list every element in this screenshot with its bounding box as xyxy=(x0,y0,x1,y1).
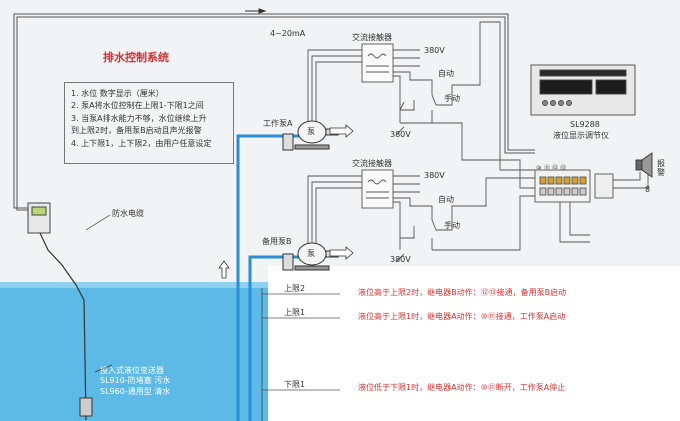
sensor-caption-line: SL960-通用型 清水 xyxy=(100,386,171,396)
pump-a-glyph: 泵 xyxy=(307,127,315,136)
terminal-13: ⑬ xyxy=(560,165,567,172)
alarm-label: 报警 xyxy=(657,159,665,177)
outlet-arrow-b xyxy=(329,246,354,260)
water-tank xyxy=(0,282,268,421)
auto-label-b: 自动 xyxy=(438,195,454,204)
sensor-caption-line: SL910-防堵塞 污水 xyxy=(100,376,171,386)
terminal-block xyxy=(534,169,614,203)
action-lower1: 液位低于下限1时，继电器A动作：⑩⑪断开，工作泵A停止 xyxy=(358,383,566,392)
instrument-name: 液位显示调节仪 xyxy=(553,131,609,140)
manual-label-b: 手动 xyxy=(444,221,460,230)
sensor-caption-line: 投入式液位变送器 xyxy=(100,366,164,375)
instrument-panel xyxy=(530,64,636,116)
voltage-label-b-top: 380V xyxy=(424,171,445,180)
note-line: 1. 水位 数字显示（厘米） xyxy=(71,89,164,98)
alarm-number: 8 xyxy=(645,185,651,194)
contactor-b-label: 交流接触器 xyxy=(352,159,392,168)
level-lower1: 下限1 xyxy=(284,380,306,389)
signal-line xyxy=(13,13,535,211)
action-upper1: 液位高于上限1时，继电器A动作：⑩⑪接通，工作泵A启动 xyxy=(358,312,566,321)
sensor-cable xyxy=(39,232,87,421)
note-line: 到上限2时，备用泵B启动且声光报警 xyxy=(71,126,202,136)
pump-b-label: 备用泵B xyxy=(262,237,292,246)
terminal-10: ⑩ xyxy=(536,165,542,172)
contactor-a xyxy=(361,43,394,83)
wiring-pump-b xyxy=(307,122,535,251)
voltage-label-a-top: 380V xyxy=(424,46,445,55)
sensor-caption: 投入式液位变送器 SL910-防堵塞 污水 SL960-通用型 清水 xyxy=(100,366,170,397)
note-line: 3. 当泵A排水能力不够，水位继续上升 xyxy=(71,113,207,123)
instrument-model: SL9288 xyxy=(570,120,600,129)
level-upper1: 上限1 xyxy=(284,308,306,317)
voltage-label-a-bottom: 380V xyxy=(390,130,411,139)
caption-pointer xyxy=(94,364,113,373)
auto-label-a: 自动 xyxy=(438,69,454,78)
note-line: 2. 泵A将水位控制在上限1-下限1之间 xyxy=(71,101,204,111)
manual-label-a: 手动 xyxy=(444,94,460,103)
alarm-wiring xyxy=(559,172,649,243)
diagram-title: 排水控制系统 xyxy=(103,51,169,64)
inflow-arrow xyxy=(218,260,230,279)
outlet-arrow-a xyxy=(329,124,354,138)
switch-symbols xyxy=(395,101,405,263)
level-lines xyxy=(262,293,340,391)
wiring-pump-a xyxy=(307,21,535,171)
contactor-a-label: 交流接触器 xyxy=(352,33,392,42)
water-surface xyxy=(0,282,268,288)
notes-box: 1. 水位 数字显示（厘米） 2. 泵A将水位控制在上限1-下限1之间 3. 当… xyxy=(64,82,234,164)
voltage-label-b-bottom: 380V xyxy=(390,255,411,264)
contactor-b xyxy=(361,169,394,209)
tank-ground xyxy=(268,266,680,421)
pump-a-label: 工作泵A xyxy=(263,119,293,128)
signal-arrow xyxy=(245,8,267,14)
pump-b-glyph: 泵 xyxy=(307,249,315,258)
action-upper2: 液位高于上限2时，继电器B动作：⑫⑬接通，备用泵B启动 xyxy=(358,288,567,297)
cable-label: 防水电缆 xyxy=(112,209,144,218)
level-sensor-head xyxy=(27,202,51,234)
sensor-probe xyxy=(79,397,93,417)
terminal-12: ⑫ xyxy=(552,165,559,172)
alarm-speaker xyxy=(635,152,653,178)
note-line: 4. 上下限1，上下限2，由用户任意设定 xyxy=(71,138,212,148)
level-upper2: 上限2 xyxy=(284,284,306,293)
cable-pointer xyxy=(85,214,111,231)
current-label: 4~20mA xyxy=(270,29,306,38)
terminal-11: ⑪ xyxy=(544,165,551,172)
